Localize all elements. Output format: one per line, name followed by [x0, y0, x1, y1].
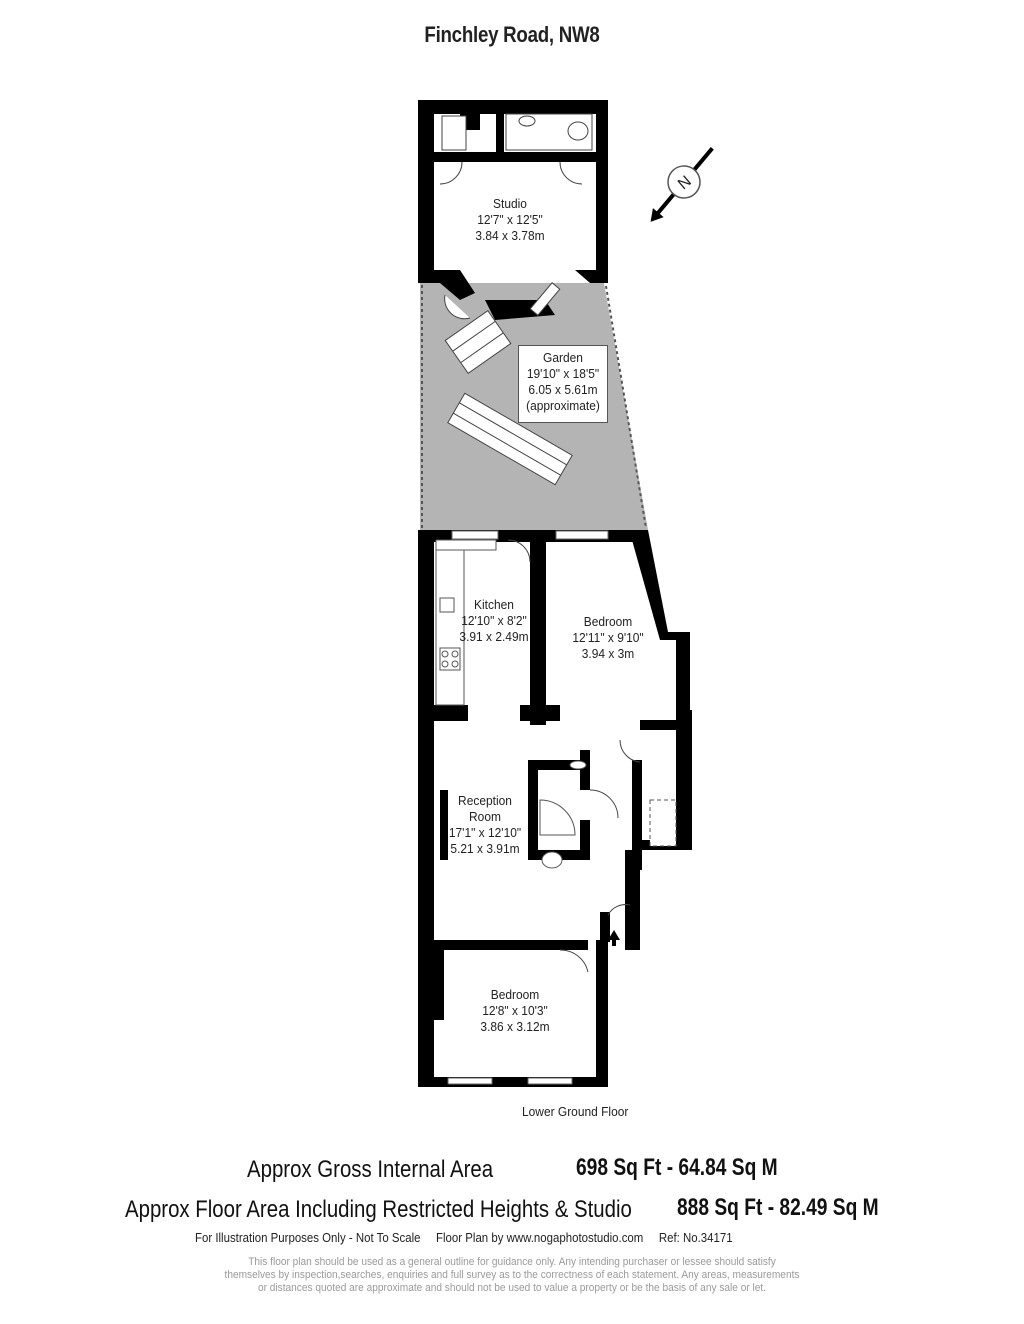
room-label-studio: Studio 12'7" x 12'5" 3.84 x 3.78m [475, 196, 545, 243]
gross-area-value: 698 Sq Ft - 64.84 Sq M [576, 1154, 778, 1181]
garden-label-box [518, 345, 608, 423]
room-label-garden: Garden 19'10" x 18'5" 6.05 x 5.61m (appr… [526, 350, 600, 413]
gross-area-label: Approx Gross Internal Area [247, 1156, 494, 1183]
total-area-value: 888 Sq Ft - 82.49 Sq M [677, 1194, 879, 1221]
room-label-kitchen: Kitchen 12'10" x 8'2" 3.91 x 2.49m [459, 597, 529, 644]
illustration-note: For Illustration Purposes Only - Not To … [195, 1230, 421, 1245]
entrance-arrow [608, 930, 620, 946]
floorplan-credit-link[interactable]: Floor Plan by www.nogaphotostudio.com [436, 1230, 644, 1245]
flat-walls [418, 530, 692, 1087]
reference-number: Ref: No.34171 [658, 1230, 733, 1245]
total-area-label: Approx Floor Area Including Restricted H… [125, 1196, 632, 1223]
room-label-bedroom-1: Bedroom 12'11" x 9'10" 3.94 x 3m [572, 614, 644, 661]
plan-title: Finchley Road, NW8 [424, 22, 600, 47]
footer-credits: For Illustration Purposes Only - Not To … [195, 1230, 745, 1245]
disclaimer: This floor plan should be used as a gene… [224, 1256, 800, 1294]
compass-icon [650, 147, 714, 222]
floor-name: Lower Ground Floor [522, 1104, 629, 1119]
room-label-reception: Reception Room 17'1" x 12'10" 5.21 x 3.9… [448, 793, 522, 856]
room-label-bedroom-2: Bedroom 12'8" x 10'3" 3.86 x 3.12m [480, 987, 550, 1034]
